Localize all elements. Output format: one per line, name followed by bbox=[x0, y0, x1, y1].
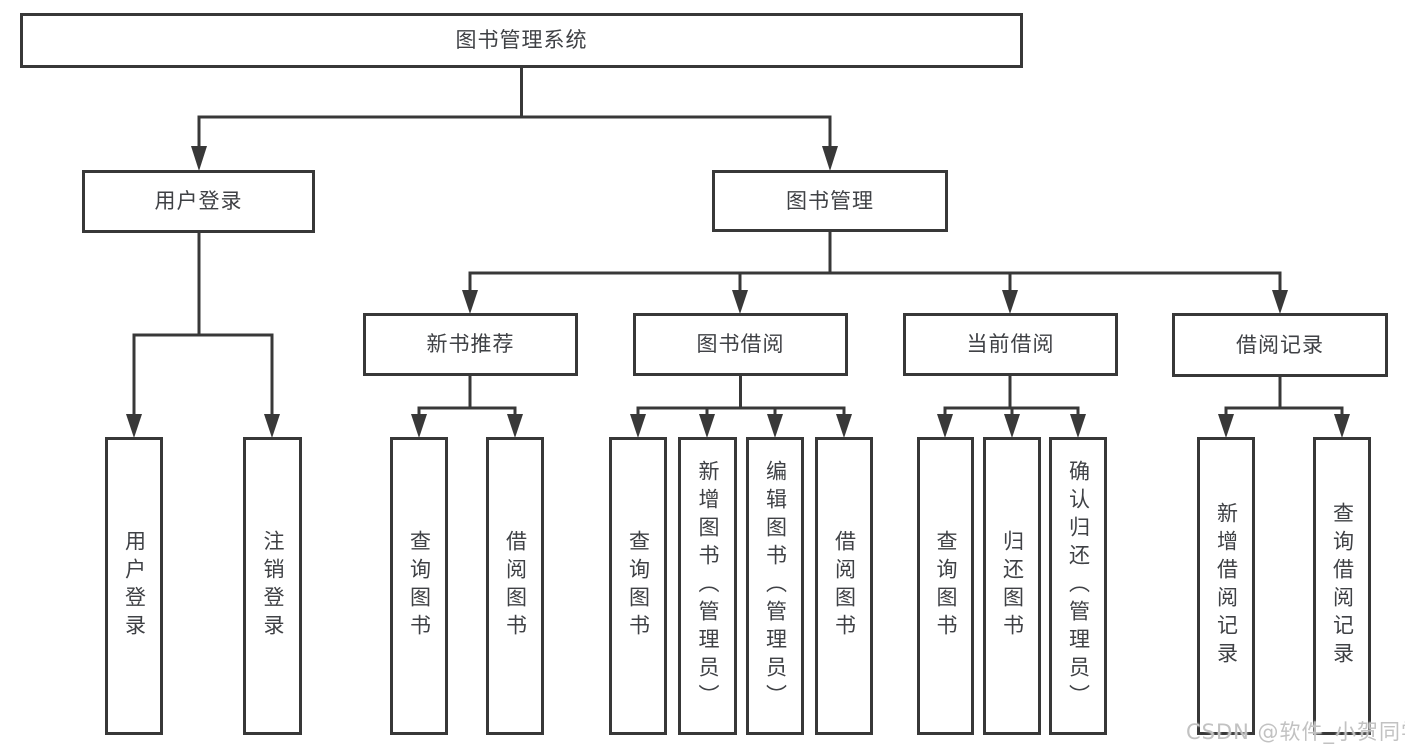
leaf-query-books-borrow: 查询图书 bbox=[609, 437, 667, 735]
leaf-user-login: 用户登录 bbox=[105, 437, 163, 735]
leaf-query-books-current: 查询图书 bbox=[917, 437, 974, 735]
leaf-confirm-return-admin: 确认归还（管理员） bbox=[1049, 437, 1107, 735]
leaf-edit-book-admin: 编辑图书（管理员） bbox=[746, 437, 804, 735]
leaf-borrow-books: 借阅图书 bbox=[815, 437, 873, 735]
leaf-return-books: 归还图书 bbox=[983, 437, 1041, 735]
leaf-query-borrow-record: 查询借阅记录 bbox=[1313, 437, 1371, 735]
node-borrow-records: 借阅记录 bbox=[1172, 313, 1388, 377]
node-user-login-group: 用户登录 bbox=[82, 170, 315, 233]
leaf-query-books-recommend: 查询图书 bbox=[390, 437, 448, 735]
node-new-book-recommend: 新书推荐 bbox=[363, 313, 578, 376]
node-current-borrow: 当前借阅 bbox=[903, 313, 1118, 376]
node-book-borrow: 图书借阅 bbox=[633, 313, 848, 376]
csdn-watermark: CSDN @软件_小贺同学 bbox=[1186, 720, 1405, 744]
leaf-add-borrow-record: 新增借阅记录 bbox=[1197, 437, 1255, 735]
leaf-borrow-books-recommend: 借阅图书 bbox=[486, 437, 544, 735]
node-book-management: 图书管理 bbox=[712, 170, 948, 232]
leaf-logout: 注销登录 bbox=[243, 437, 302, 735]
leaf-add-book-admin: 新增图书（管理员） bbox=[678, 437, 737, 735]
node-root-system: 图书管理系统 bbox=[20, 13, 1023, 68]
